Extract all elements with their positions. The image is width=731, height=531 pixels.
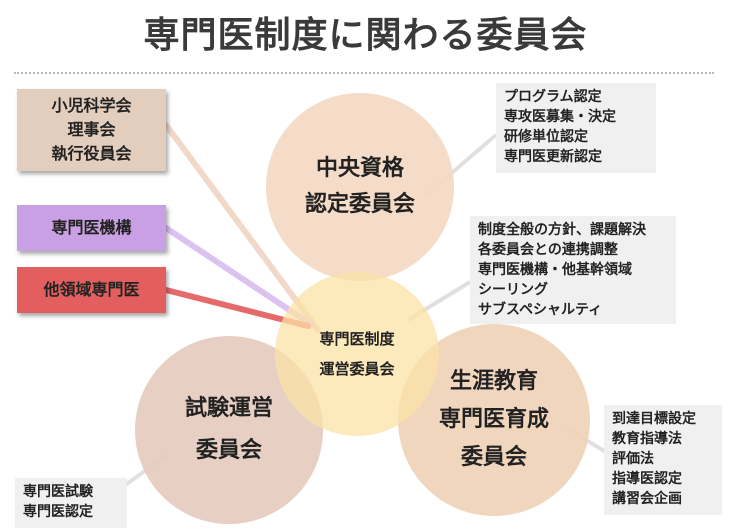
other-specialty-box: 他領域専門医 <box>17 267 166 313</box>
center-note-item: シーリング <box>478 282 548 298</box>
organization-box: 専門医機構 <box>17 205 166 251</box>
council-line-3: 執行役員会 <box>51 144 132 163</box>
education-note-item: 指導医認定 <box>612 471 682 487</box>
center-note: 制度全般の方針、課題解決 各委員会との連携調整 専門医機構・他基幹領域 シーリン… <box>470 216 676 324</box>
exam-note-item: 専門医認定 <box>23 504 93 520</box>
title-divider <box>14 72 714 74</box>
organization-label: 専門医機構 <box>51 218 132 237</box>
central-note-item: 専攻医募集・決定 <box>504 109 616 125</box>
center-note-item: 制度全般の方針、課題解決 <box>478 222 646 238</box>
council-box: 小児科学会 理事会 執行役員会 <box>17 89 166 171</box>
education-note-item: 講習会企画 <box>612 491 682 507</box>
central-note-item: 専門医更新認定 <box>504 149 602 165</box>
education-line-2: 専門医育成 <box>438 407 549 432</box>
central-line-1: 中央資格 <box>315 156 404 181</box>
connector-council <box>163 122 321 333</box>
center-line-1: 専門医制度 <box>319 330 395 348</box>
education-line-3: 委員会 <box>460 445 527 470</box>
council-line-1: 小児科学会 <box>51 96 132 115</box>
center-note-item: サブスペシャルティ <box>478 302 603 318</box>
exam-line-1: 試験運営 <box>184 396 273 421</box>
center-note-item: 各委員会との連携調整 <box>478 242 618 258</box>
center-committee-circle: 専門医制度 運営委員会 <box>275 272 439 436</box>
other-specialty-label: 他領域専門医 <box>43 280 140 299</box>
central-committee-circle: 中央資格 認定委員会 <box>266 93 454 281</box>
exam-note: 専門医試験 専門医認定 <box>15 478 127 528</box>
education-note-item: 評価法 <box>612 451 654 467</box>
central-note-item: 研修単位認定 <box>504 129 588 145</box>
central-note-item: プログラム認定 <box>504 89 602 105</box>
education-note-item: 教育指導法 <box>612 431 682 447</box>
education-note-item: 到達目標設定 <box>612 411 696 427</box>
page-title: 専門医制度に関わる委員会 <box>143 15 588 56</box>
central-note: プログラム認定 専攻医募集・決定 研修単位認定 専門医更新認定 <box>496 83 656 173</box>
education-line-1: 生涯教育 <box>449 369 538 394</box>
center-note-item: 専門医機構・他基幹領域 <box>478 262 632 278</box>
education-note: 到達目標設定 教育指導法 評価法 指導医認定 講習会企画 <box>604 405 722 515</box>
center-line-2: 運営委員会 <box>319 360 395 378</box>
council-line-2: 理事会 <box>67 120 116 139</box>
central-line-2: 認定委員会 <box>304 192 415 217</box>
exam-note-item: 専門医試験 <box>23 484 93 500</box>
exam-line-2: 委員会 <box>195 438 262 463</box>
